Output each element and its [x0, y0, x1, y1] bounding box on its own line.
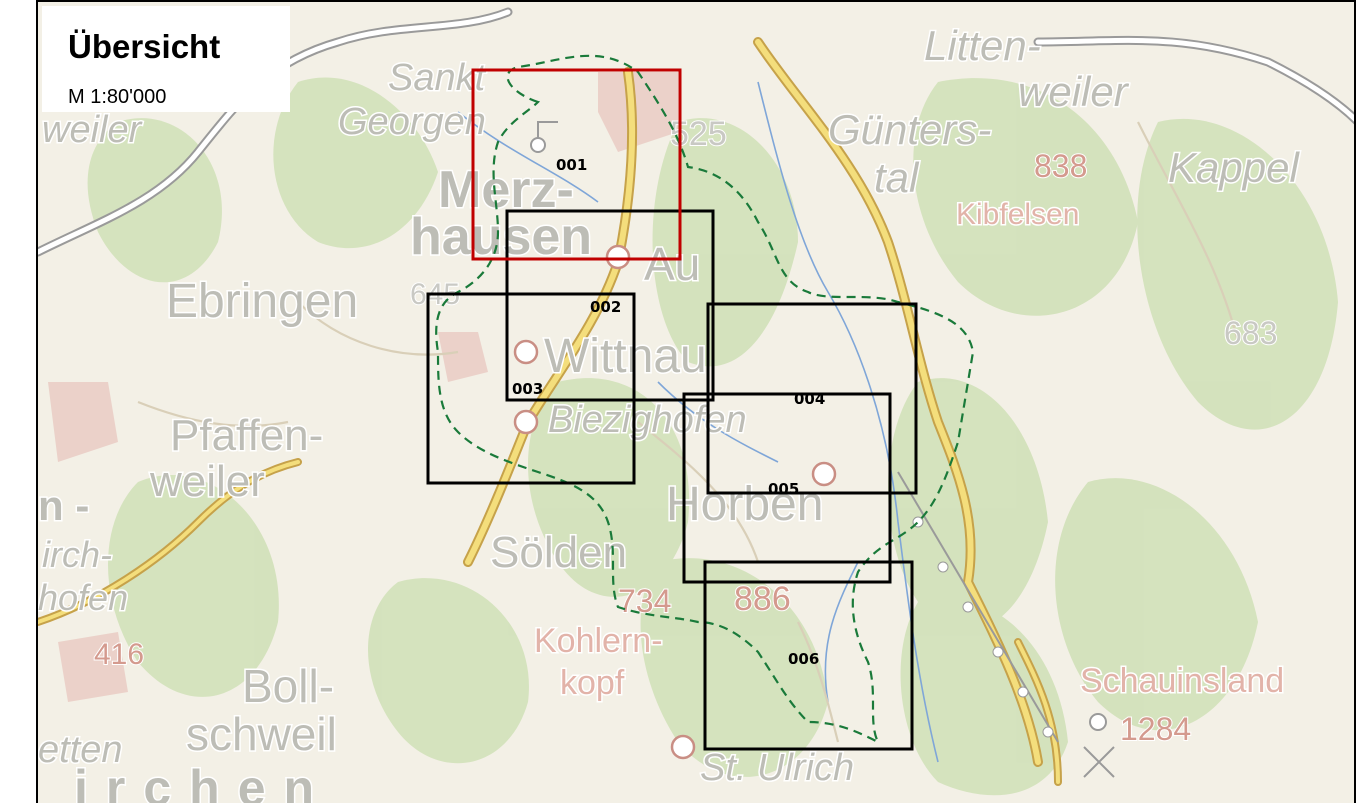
place-schweil: schweil — [186, 708, 337, 760]
place-hofen: hofen — [38, 577, 128, 618]
height-886: 886 — [734, 580, 791, 618]
place-kohlern: Kohlern- — [534, 622, 663, 660]
place-boll: Boll- — [242, 660, 334, 712]
place-kopf: kopf — [560, 664, 625, 702]
tile-005-label: 005 — [768, 480, 799, 498]
height-1284: 1284 — [1120, 711, 1191, 747]
tile-001-box[interactable] — [471, 68, 682, 261]
place-kibfelsen: Kibfelsen — [956, 198, 1079, 231]
place-kappel: Kappel — [1168, 144, 1300, 191]
settlement-symbols — [513, 244, 837, 760]
place-tal: tal — [874, 154, 920, 201]
summit-symbol — [530, 121, 1115, 778]
tile-003-box[interactable] — [426, 292, 636, 485]
place-names: Sankt Georgen weiler Merz- hausen Au Ebr… — [38, 21, 1302, 803]
tile-006-label: 006 — [788, 650, 819, 668]
cable-car — [897, 471, 1059, 743]
streams — [457, 81, 939, 763]
place-schauinsland: Schauinsland — [1080, 662, 1284, 700]
spot-heights: 525 838 683 645 416 734 886 1284 — [93, 114, 1278, 748]
place-ebringen: Ebringen — [166, 275, 358, 328]
place-horben: Horben — [666, 478, 823, 531]
place-n-dash: n - — [38, 482, 89, 529]
map-frame: Sankt Georgen weiler Merz- hausen Au Ebr… — [36, 0, 1356, 803]
height-734: 734 — [618, 583, 671, 619]
place-etten: etten — [38, 729, 123, 771]
place-litten-weiler: weiler — [1018, 68, 1130, 115]
tile-labels: 001 002 003 004 005 006 — [512, 156, 825, 668]
place-st-ulrich: St. Ulrich — [700, 747, 854, 789]
place-au: Au — [644, 238, 700, 290]
height-416: 416 — [94, 638, 144, 671]
tile-004-box[interactable] — [706, 302, 918, 495]
legend-title: Übersicht — [68, 28, 221, 65]
place-irch: irch- — [42, 534, 112, 575]
place-kirchen: irchen — [74, 760, 332, 803]
forest-areas — [87, 77, 1338, 796]
minor-roads — [137, 121, 1240, 743]
place-weiler-left: weiler — [42, 109, 143, 151]
tile-005-box[interactable] — [682, 392, 892, 584]
place-georgen: Georgen — [338, 101, 486, 143]
tile-006-box[interactable] — [703, 560, 914, 751]
study-area-boundary — [435, 54, 975, 745]
place-biezighofen: Biezighofen — [548, 399, 747, 441]
height-683: 683 — [1224, 315, 1277, 351]
place-pfaffen: Pfaffen- — [170, 411, 323, 460]
height-838: 838 — [1034, 148, 1087, 184]
place-litten: Litten- — [924, 22, 1041, 69]
place-hausen: hausen — [410, 208, 592, 266]
overview-map[interactable]: Sankt Georgen weiler Merz- hausen Au Ebr… — [38, 2, 1356, 803]
place-soelden: Sölden — [490, 528, 627, 577]
place-guenters: Günters- — [828, 106, 991, 153]
tile-grid — [426, 68, 918, 751]
tile-002-label: 002 — [590, 298, 621, 316]
tile-004-label: 004 — [794, 390, 825, 408]
place-pfaffen-weiler: weiler — [149, 457, 265, 506]
map-legend: Übersicht M 1:80'000 — [42, 6, 290, 112]
settlement-areas — [48, 72, 678, 702]
tile-001-label: 001 — [556, 156, 587, 174]
place-wittnau: Wittnau — [544, 330, 707, 383]
tile-003-label: 003 — [512, 380, 543, 398]
legend-scale: M 1:80'000 — [68, 86, 167, 108]
place-sankt: Sankt — [388, 57, 487, 99]
